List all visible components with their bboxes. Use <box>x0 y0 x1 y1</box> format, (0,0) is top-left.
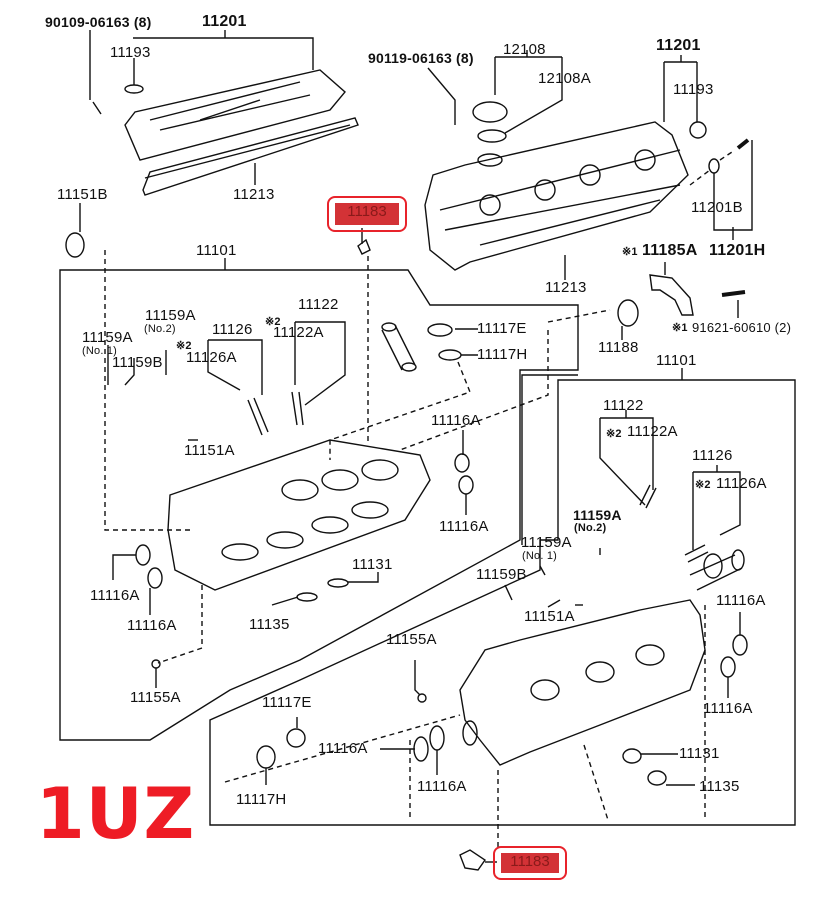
label-11159a-no2-right[interactable]: 11159A <box>573 507 622 523</box>
seal-11188-drawing <box>617 299 639 327</box>
label-11101-left[interactable]: 11101 <box>196 242 237 259</box>
left-cylinder-head-drawing <box>167 439 431 591</box>
part-11183-top-drawing <box>357 238 371 255</box>
label-11201-left[interactable]: 11201 <box>202 13 247 30</box>
leader-bolt-right <box>427 67 456 125</box>
dashed-11151b <box>104 250 190 531</box>
bracket-11185a-drawing <box>649 274 694 316</box>
label-11116a-right-a[interactable]: 11116A <box>318 740 368 757</box>
leader-12108 <box>494 50 563 134</box>
label-11193-right[interactable]: 11193 <box>673 81 714 98</box>
label-no2-right: (No.2) <box>574 522 607 534</box>
label-11201b[interactable]: 11201B <box>691 199 743 216</box>
mark2-right-a: ※2 <box>606 428 622 440</box>
label-90119-06163[interactable]: 90119-06163 (8) <box>368 50 474 66</box>
label-11116a-right-side[interactable]: 11116A <box>703 700 753 717</box>
leader-11201-right <box>663 55 698 122</box>
label-11117e-right[interactable]: 11117E <box>262 694 312 711</box>
label-11122a-right[interactable]: 11122A <box>627 423 678 440</box>
label-11159a-no1-right[interactable]: 11159A <box>521 534 572 551</box>
label-no1-left: (No. 1) <box>82 345 118 357</box>
pin-11122-right-drawing <box>639 484 657 509</box>
label-11126a-left[interactable]: 11126A <box>186 349 237 366</box>
label-11185a[interactable]: 11185A <box>642 242 698 259</box>
highlight-11183-bottom[interactable]: 11183 <box>493 846 567 880</box>
label-11116a-left-1[interactable]: 11116A <box>431 412 481 429</box>
label-91621-60610[interactable]: 91621-60610 (2) <box>692 320 792 335</box>
highlight-11183-top[interactable]: 11183 <box>327 196 407 232</box>
label-11122-right[interactable]: 11122 <box>603 397 644 414</box>
grommet-left-drawing <box>124 84 144 94</box>
label-11155a-right[interactable]: 11155A <box>386 631 437 648</box>
label-11151a-left[interactable]: 11151A <box>184 442 235 459</box>
label-11116a-right-b[interactable]: 11116A <box>417 778 467 795</box>
label-90109-06163[interactable]: 90109-06163 (8) <box>45 14 152 30</box>
pin-11126-drawing <box>247 397 269 436</box>
label-11117h-right[interactable]: 11117H <box>236 791 287 808</box>
right-cylinder-head-drawing <box>459 599 706 766</box>
label-11117h-left[interactable]: 11117H <box>477 346 528 363</box>
label-11126-left[interactable]: 11126 <box>212 321 253 338</box>
seal-11151b-drawing <box>65 232 85 258</box>
mark2-left-a: ※2 <box>176 340 192 352</box>
part-11183-bottom-drawing <box>459 849 486 871</box>
right-valve-cover-drawing <box>424 121 689 271</box>
oil-cap-gasket-drawing <box>477 129 507 143</box>
label-11131-left[interactable]: 11131 <box>352 556 393 573</box>
guide-right-drawing <box>689 554 743 591</box>
label-11101-right[interactable]: 11101 <box>656 352 697 369</box>
mark2-right-b: ※2 <box>695 479 711 491</box>
pin-11126-right-drawing <box>684 544 709 563</box>
highlight-11183-bottom-text: 11183 <box>501 853 559 873</box>
label-11131-right[interactable]: 11131 <box>679 745 720 762</box>
pin-11122-drawing <box>291 391 304 426</box>
label-11135-left[interactable]: 11135 <box>249 616 290 633</box>
label-11213-left[interactable]: 11213 <box>233 186 275 203</box>
leader-11201-left <box>133 30 314 70</box>
label-11116a-left-2[interactable]: 11116A <box>439 518 489 535</box>
label-11126-right[interactable]: 11126 <box>692 447 733 464</box>
mark2-left-b: ※2 <box>265 316 281 328</box>
frame-right-head <box>209 379 796 826</box>
seal-tube-drawing <box>381 324 416 371</box>
highlight-11183-top-text: 11183 <box>335 203 399 225</box>
label-11159a-no2-left[interactable]: 11159A <box>145 307 196 324</box>
label-11126a-right[interactable]: 11126A <box>716 475 767 492</box>
label-11122-left[interactable]: 11122 <box>298 296 339 313</box>
engine-code-label: 1UZ <box>36 773 196 855</box>
label-11188[interactable]: 11188 <box>598 339 639 356</box>
label-11116a-right-top[interactable]: 11116A <box>716 592 766 609</box>
bracket-mark: ※1 <box>622 246 638 258</box>
label-11117e-left[interactable]: 11117E <box>477 320 527 337</box>
plug-11117e-drawing <box>427 323 453 337</box>
ring-11117h-drawing <box>438 349 462 361</box>
label-11159a-no1-left[interactable]: 11159A <box>82 329 133 346</box>
label-11116a-left-4[interactable]: 11116A <box>127 617 177 634</box>
left-valve-cover-drawing <box>124 69 359 196</box>
label-11151b[interactable]: 11151B <box>57 186 108 203</box>
label-11122a-left[interactable]: 11122A <box>273 324 324 341</box>
label-no1-right: (No. 1) <box>522 550 558 562</box>
bolt-left-drawing <box>92 101 102 115</box>
label-no2-left: (No.2) <box>144 323 176 335</box>
label-11201h[interactable]: 11201H <box>709 242 766 259</box>
label-11193-left[interactable]: 11193 <box>110 44 151 61</box>
label-11151a-right[interactable]: 11151A <box>524 608 575 625</box>
label-11213-right[interactable]: 11213 <box>545 279 587 296</box>
frame-left-head <box>59 269 579 741</box>
label-11159b-right[interactable]: 11159B <box>476 566 527 583</box>
label-11116a-left-3[interactable]: 11116A <box>90 587 140 604</box>
bolt-bracket-mark: ※1 <box>672 322 688 334</box>
oil-cap-drawing <box>472 101 508 123</box>
label-12108a[interactable]: 12108A <box>538 70 591 87</box>
label-11159b-left[interactable]: 11159B <box>112 354 163 371</box>
label-12108[interactable]: 12108 <box>503 41 546 58</box>
label-11135-right[interactable]: 11135 <box>699 778 740 795</box>
label-11155a-left[interactable]: 11155A <box>130 689 181 706</box>
label-11201-right[interactable]: 11201 <box>656 37 701 54</box>
